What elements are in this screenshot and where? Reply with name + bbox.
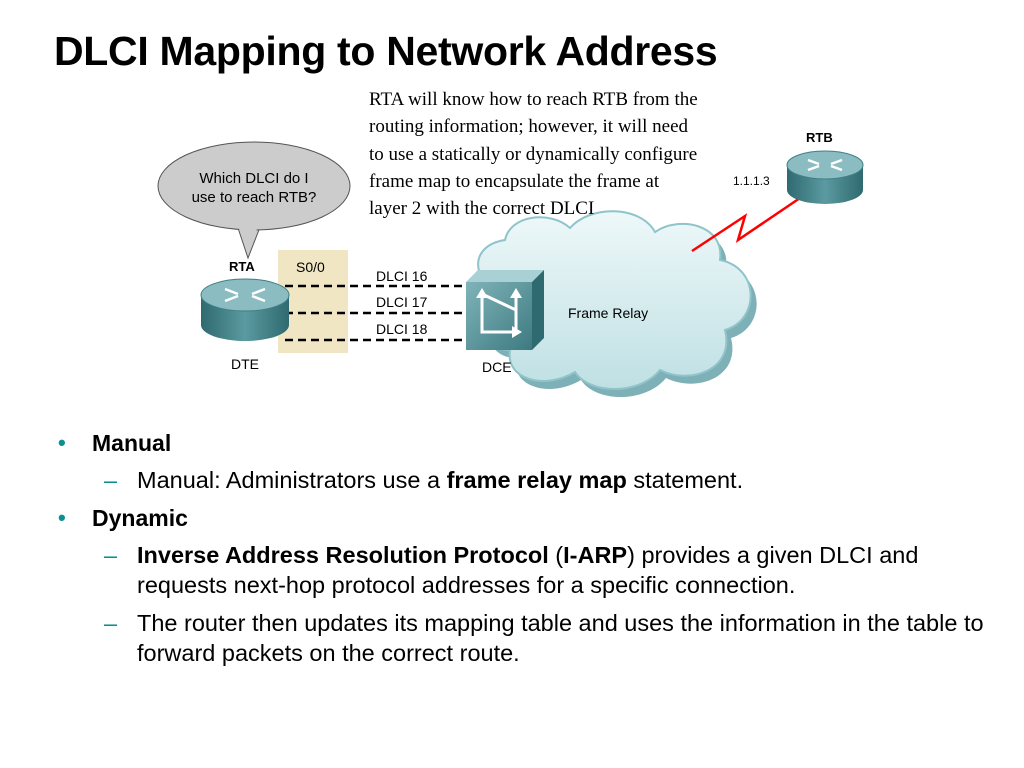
dash-icon: – — [104, 609, 118, 636]
frame-relay-cloud — [477, 210, 757, 398]
explanation-note: RTA will know how to reach RTB from the … — [369, 86, 769, 222]
sub-bullet-text: Manual: Administrators use a — [137, 467, 447, 493]
sub-bullet-mapping-table: – The router then updates its mapping ta… — [54, 608, 1004, 669]
switch-role-label: DCE — [482, 359, 512, 375]
bullet-heading: Manual — [92, 430, 172, 456]
rtb-router-icon — [786, 150, 864, 204]
rtb-label: RTB — [806, 130, 833, 145]
note-line: routing information; however, it will ne… — [369, 116, 689, 138]
bullet-dynamic: • Dynamic — [54, 503, 1004, 533]
rta-role-label: DTE — [231, 356, 259, 372]
sub-bullet-bold: Inverse Address Resolution Protocol — [137, 541, 549, 568]
bullet-heading: Dynamic — [92, 504, 188, 531]
dlci-17-label: DLCI 17 — [376, 294, 428, 310]
slide-title: DLCI Mapping to Network Address — [54, 28, 718, 74]
serial-link — [691, 196, 801, 253]
bullet-icon: • — [58, 504, 66, 530]
interface-box — [278, 250, 348, 353]
dlci-16-label: DLCI 16 — [376, 268, 428, 284]
note-line: to use a statically or dynamically confi… — [369, 143, 698, 165]
dlci-18-label: DLCI 18 — [376, 321, 428, 337]
note-line: RTA will know how to reach RTB from the — [369, 89, 698, 110]
rta-label: RTA — [229, 259, 255, 274]
sub-bullet-text: The router then updates its mapping tabl… — [137, 609, 984, 667]
bullet-list: • Manual – Manual: Administrators use a … — [54, 428, 1004, 676]
speech-bubble-line-1: Which DLCI do I — [199, 170, 308, 187]
sub-bullet-bold: frame relay map — [446, 467, 627, 493]
bullet-icon: • — [58, 430, 66, 455]
dash-icon: – — [104, 467, 118, 493]
sub-bullet-iarp: – Inverse Address Resolution Protocol (I… — [54, 540, 1004, 601]
sub-bullet-manual: – Manual: Administrators use a frame rel… — [54, 465, 1004, 496]
rta-router-icon — [200, 278, 290, 341]
dlci-links — [285, 284, 468, 342]
sub-bullet-text: ) provides a given DLCI and requests nex… — [137, 541, 919, 599]
note-line: layer 2 with the correct DLCI — [369, 198, 595, 220]
sub-bullet-text: statement. — [626, 467, 744, 493]
speech-bubble-line-2: use to reach RTB? — [192, 189, 317, 206]
rtb-address-label: 1.1.1.3 — [733, 174, 770, 188]
cloud-label: Frame Relay — [568, 305, 648, 321]
dash-icon: – — [104, 541, 118, 568]
frame-relay-switch-icon — [466, 270, 544, 350]
note-line: frame map to encapsulate the frame at — [369, 170, 660, 192]
bullet-manual: • Manual — [54, 428, 1004, 458]
sub-bullet-bold: I-ARP — [563, 541, 628, 568]
interface-label: S0/0 — [296, 259, 325, 275]
frame-relay-diagram: Frame Relay S0/0 DLCI 16 DLCI 17 DLCI 18… — [157, 130, 864, 398]
sub-bullet-text: ( — [548, 541, 564, 568]
speech-bubble — [157, 141, 351, 260]
